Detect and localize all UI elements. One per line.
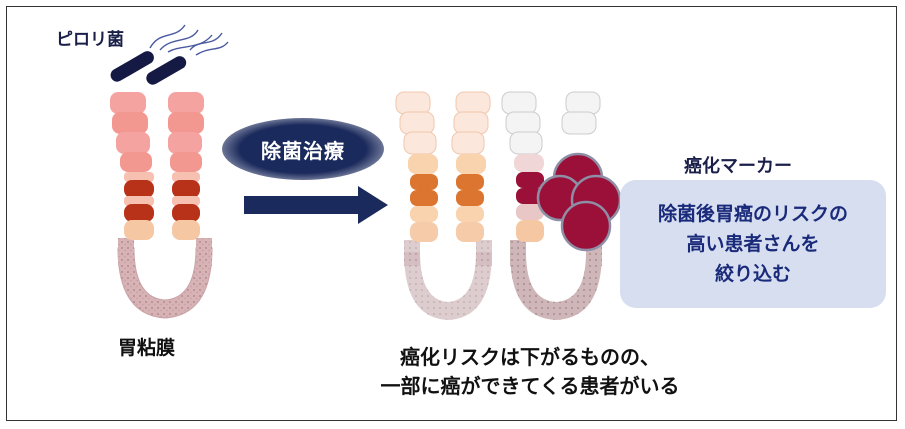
marker-title: 癌化マーカー [684, 156, 792, 177]
bacteria-label: ピロリ菌 [56, 30, 124, 50]
right-arrow-icon [244, 186, 388, 224]
gland-with-cancer [501, 91, 622, 320]
cancer-cluster [536, 152, 622, 252]
bacterium-1 [110, 51, 154, 82]
gland-infected [110, 92, 213, 319]
marker-line-3: 絞り込む [714, 263, 791, 285]
treatment-label: 除菌治療 [261, 138, 345, 163]
bacteria-group [110, 24, 229, 85]
gastric-mucosa-label: 胃粘膜 [118, 337, 176, 359]
gland-after-eradication [395, 91, 492, 320]
marker-line-2: 高い患者さんを [686, 233, 820, 255]
flagella-2 [189, 32, 229, 56]
marker-line-1: 除菌後胃癌のリスクの [657, 203, 848, 225]
flagella [149, 24, 213, 53]
caption-line-1: 癌化リスクは下がるものの、 [400, 345, 660, 369]
caption-line-2: 一部に癌ができてくる患者がいる [380, 374, 680, 398]
bacterium-2 [146, 56, 187, 85]
treatment-badge: 除菌治療 [222, 118, 384, 180]
marker-description-box: 除菌後胃癌のリスクの 高い患者さんを 絞り込む [620, 180, 886, 308]
caption: 癌化リスクは下がるものの、 一部に癌ができてくる患者がいる [300, 343, 760, 401]
